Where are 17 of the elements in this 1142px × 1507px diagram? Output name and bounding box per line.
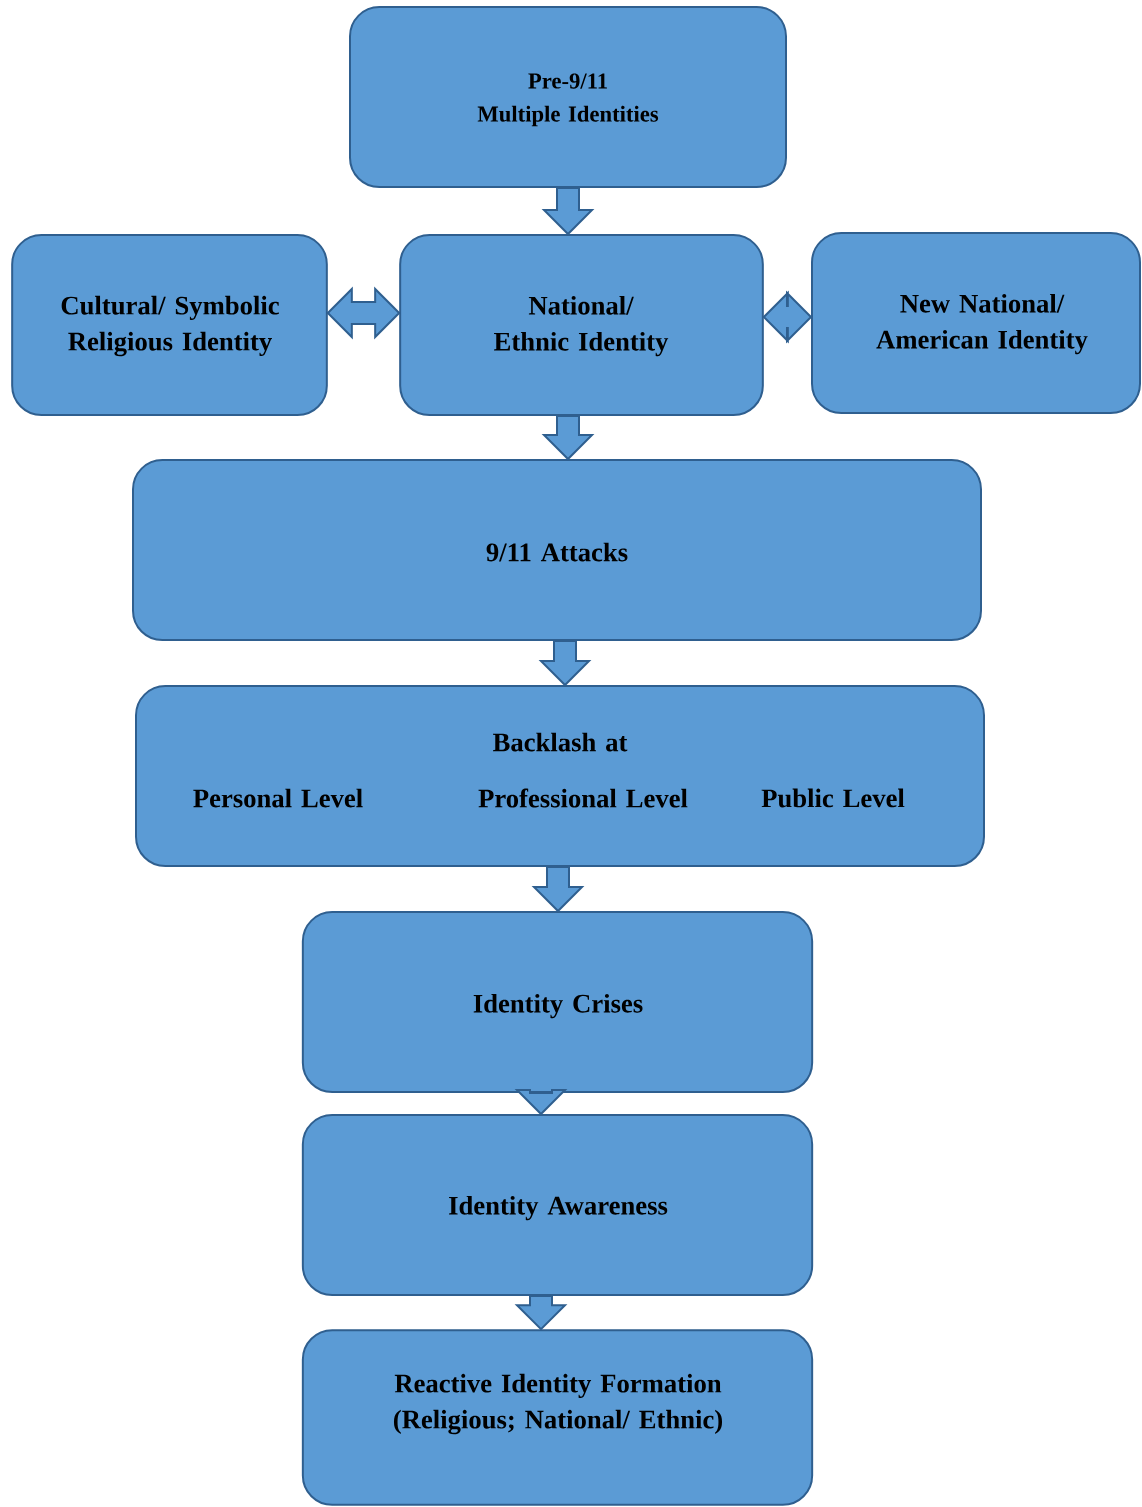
block-arrow xyxy=(541,415,595,461)
block-arrow xyxy=(538,640,592,687)
process-box: Cultural/ Symbolic Religious Identity xyxy=(11,234,328,416)
process-box: New National/ American Identity xyxy=(811,232,1141,414)
block-arrow xyxy=(514,1295,568,1331)
block-arrow xyxy=(531,866,585,913)
process-box: National/ Ethnic Identity xyxy=(399,234,764,416)
block-arrow xyxy=(762,290,813,344)
block-arrow xyxy=(326,286,401,340)
process-box: Pre-9/11 Multiple Identities xyxy=(349,6,787,188)
process-box: Identity Crises xyxy=(301,911,814,1093)
process-box: Reactive Identity Formation (Religious; National/ Ethnic) xyxy=(301,1329,814,1506)
block-arrow xyxy=(541,187,595,236)
process-box: 9/11 Attacks xyxy=(132,459,982,641)
process-box: Identity Awareness xyxy=(301,1114,814,1296)
process-box: Backlash at Personal Level Professional Level Public Level xyxy=(135,685,985,867)
block-arrow xyxy=(514,1089,568,1116)
